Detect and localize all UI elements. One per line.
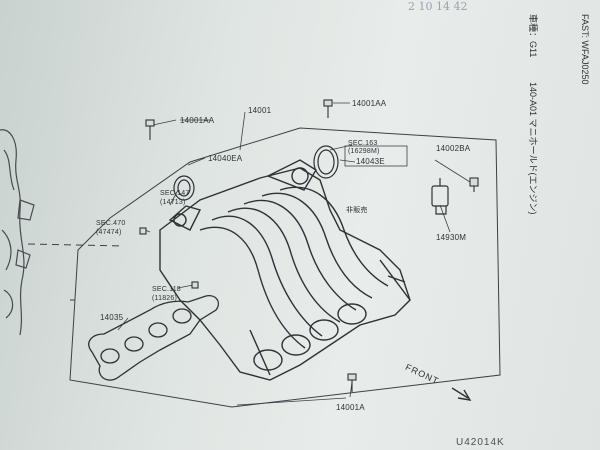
footer-illustration-code: U42014K [456, 437, 505, 448]
part-label-sec163: SEC.163 [348, 140, 378, 147]
part-label-sec147-sub: (14713) [160, 199, 186, 206]
part-label-14001AA-left: 14001AA [180, 116, 215, 125]
part-label-14035: 14035 [100, 313, 124, 322]
gasket-14035 [88, 295, 220, 381]
part-label-sec470: SEC.470 [96, 220, 126, 227]
callout-box-sec163 [344, 145, 408, 167]
catalog-fast-code: FAST: WFAJ0250 [580, 14, 590, 85]
bolt-14002BA [469, 177, 479, 192]
part-label-14930M: 14930M [436, 233, 467, 242]
catalog-section-title: 140-A01 マニホールド(エンジン) [528, 82, 538, 215]
manifold-body [159, 159, 411, 381]
part-label-14002BA: 14002BA [436, 144, 471, 153]
bolt-14001A [347, 373, 357, 392]
left-edge-drawing [0, 129, 35, 336]
part-label-14001AA-top: 14001AA [352, 99, 387, 108]
sensor-14930M [431, 178, 449, 215]
catalog-model: 車種：G11 [528, 14, 538, 58]
bolt-sec470 [139, 227, 147, 235]
handwritten-note: 2 10 14 42 [408, 0, 468, 13]
part-label-14001A: 14001A [336, 403, 365, 412]
part-label-sec118: SEC.118 [152, 286, 181, 293]
front-arrow-icon [451, 387, 472, 401]
note-not-sold: 非販売 [346, 207, 368, 214]
part-label-14040EA: 14040EA [208, 154, 243, 163]
gasket-14040EA [173, 175, 195, 201]
bolt-sec118 [191, 281, 199, 289]
bolt-14001AA-left [145, 119, 155, 140]
part-label-14001: 14001 [248, 106, 272, 115]
part-label-sec147: SEC.147 [160, 190, 190, 197]
o-ring-14043E [313, 145, 339, 179]
bolts [139, 99, 479, 392]
bolt-14001AA-top [323, 99, 333, 118]
part-label-14043E: 14043E [356, 157, 385, 166]
boundary-frame [27, 127, 501, 408]
leader-lines [117, 102, 471, 406]
part-label-sec163-sub: (16298M) [348, 148, 380, 155]
part-label-sec470-sub: (47474) [96, 229, 122, 236]
part-label-sec118-sub: (11826) [152, 295, 178, 302]
